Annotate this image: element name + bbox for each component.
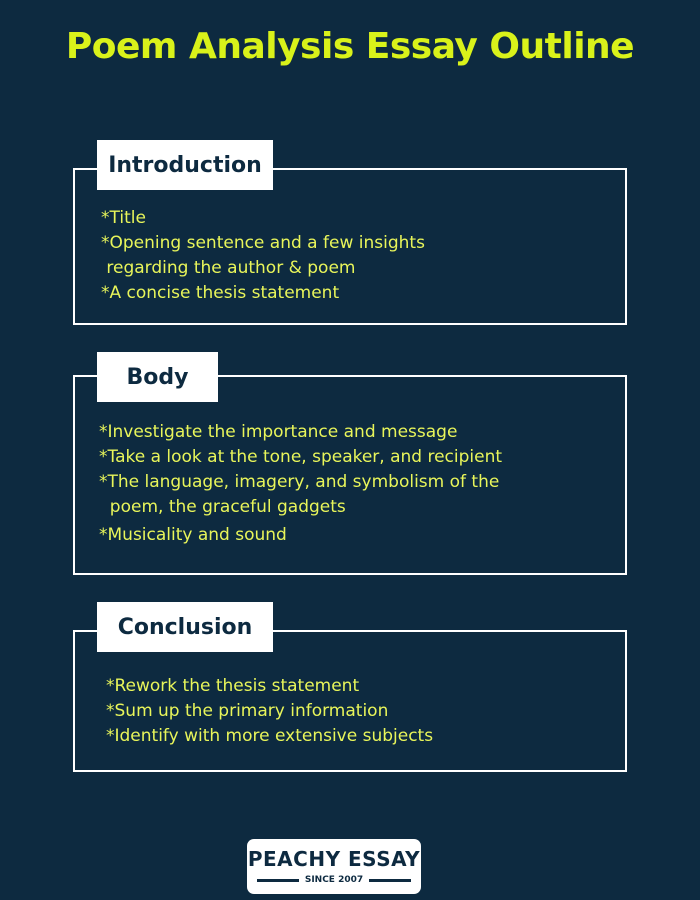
conclusion-heading: Conclusion	[97, 602, 273, 652]
body-heading: Body	[97, 352, 218, 402]
brand-name: PEACHY ESSAY	[247, 847, 421, 871]
body-item: *Take a look at the tone, speaker, and r…	[99, 447, 503, 467]
introduction-item: *A concise thesis statement	[101, 283, 340, 303]
body-item: *Musicality and sound	[99, 525, 287, 545]
introduction-heading: Introduction	[97, 140, 273, 190]
conclusion-item: *Rework the thesis statement	[106, 676, 360, 696]
conclusion-item: *Sum up the primary information	[106, 701, 389, 721]
conclusion-item: *Identify with more extensive subjects	[106, 726, 434, 746]
logo-divider-right	[369, 879, 411, 882]
brand-since: SINCE 2007	[304, 875, 364, 885]
brand-logo: PEACHY ESSAY SINCE 2007	[247, 839, 421, 894]
introduction-section	[73, 168, 627, 325]
logo-divider-left	[257, 879, 299, 882]
conclusion-section	[73, 630, 627, 772]
introduction-item: *Opening sentence and a few insights	[101, 233, 425, 253]
introduction-item: *Title	[101, 208, 146, 228]
body-item: *Investigate the importance and message	[99, 422, 458, 442]
body-item: *The language, imagery, and symbolism of…	[99, 472, 500, 492]
introduction-item: regarding the author & poem	[101, 258, 356, 278]
body-item: poem, the graceful gadgets	[99, 497, 346, 517]
body-section	[73, 375, 627, 575]
page-title: Poem Analysis Essay Outline	[65, 26, 635, 67]
